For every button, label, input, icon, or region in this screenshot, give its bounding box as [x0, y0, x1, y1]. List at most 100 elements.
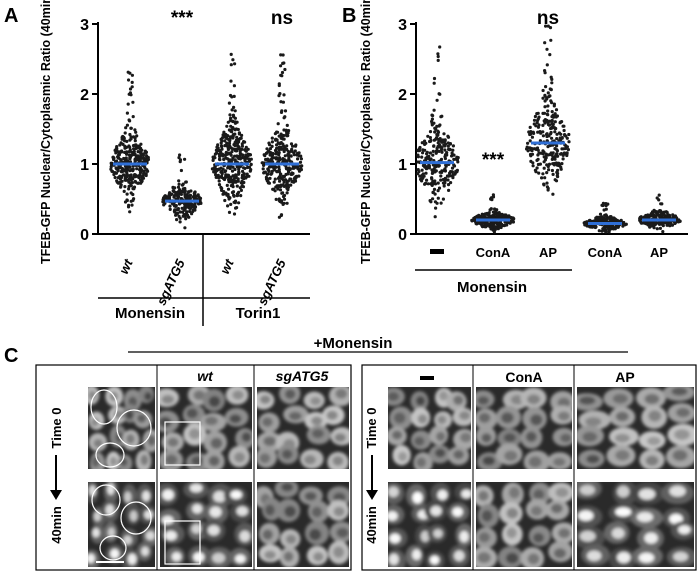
data-point [232, 84, 236, 88]
data-point [263, 170, 267, 174]
data-point [545, 181, 549, 185]
nucleus [388, 486, 399, 498]
data-point [231, 58, 235, 62]
data-point [223, 144, 227, 148]
data-point [237, 190, 241, 194]
nucleus [191, 524, 202, 534]
data-point [225, 157, 230, 161]
data-point [228, 196, 232, 200]
data-point [666, 215, 671, 219]
data-point [488, 208, 492, 212]
data-point [143, 166, 147, 170]
data-point [536, 130, 540, 134]
data-point [231, 114, 236, 118]
data-point [655, 227, 659, 231]
data-point [553, 147, 557, 151]
data-point [281, 61, 285, 65]
data-point [529, 130, 533, 134]
data-point [128, 132, 132, 137]
data-point [442, 143, 446, 147]
data-point [113, 175, 117, 180]
data-point [191, 195, 195, 199]
y-tick-label: 1 [398, 157, 407, 174]
data-point [296, 151, 300, 155]
nucleus [92, 528, 100, 538]
data-point [609, 215, 613, 219]
data-point [289, 154, 293, 158]
nucleus [309, 528, 322, 541]
data-point [242, 156, 246, 160]
data-point [426, 182, 430, 186]
data-point [481, 214, 485, 218]
data-point [261, 161, 265, 165]
nucleus [460, 432, 471, 443]
data-point [543, 41, 547, 45]
data-point [130, 150, 134, 154]
data-point [436, 58, 440, 63]
data-point [671, 213, 675, 217]
data-point [273, 177, 277, 181]
data-point [128, 71, 132, 75]
data-point [225, 141, 229, 145]
cell-outline [91, 484, 121, 516]
data-point [477, 213, 481, 217]
data-point [232, 94, 236, 98]
data-point [644, 213, 648, 218]
data-point [673, 216, 678, 220]
nucleus [262, 529, 273, 540]
data-point [229, 124, 233, 128]
data-point [235, 184, 239, 188]
data-point [219, 170, 223, 174]
data-point [437, 124, 441, 128]
data-point [226, 204, 230, 208]
data-point [276, 157, 280, 161]
data-point [211, 158, 215, 162]
data-point [231, 134, 235, 138]
data-point [542, 182, 546, 186]
data-point [555, 149, 560, 153]
data-point [264, 151, 268, 155]
data-point [285, 123, 289, 127]
data-point [533, 114, 538, 119]
nucleus [478, 490, 489, 502]
nucleus [207, 525, 220, 536]
nucleus [638, 488, 656, 500]
data-point [455, 158, 459, 162]
nucleus [676, 407, 691, 418]
data-point [483, 212, 487, 216]
data-point [436, 181, 440, 185]
data-point [238, 147, 242, 151]
nucleus [241, 432, 252, 442]
nucleus [161, 394, 175, 404]
nucleus [504, 450, 518, 462]
nucleus [482, 456, 495, 466]
data-point [177, 202, 182, 206]
data-point [600, 216, 604, 220]
data-point [432, 144, 436, 148]
data-point [122, 189, 126, 193]
chart-a-group-torin: Torin1 [236, 305, 281, 322]
nucleus [144, 510, 153, 520]
chart-b-medians [420, 141, 676, 225]
data-point [541, 111, 545, 115]
data-point [542, 166, 546, 170]
data-point [125, 192, 129, 196]
data-point [446, 141, 450, 145]
data-point [535, 166, 539, 170]
data-point [433, 179, 437, 183]
nucleus [557, 397, 571, 409]
data-point [551, 192, 555, 196]
data-point [130, 85, 134, 89]
data-point [607, 228, 611, 232]
data-point [178, 153, 182, 157]
nucleus [533, 489, 545, 500]
data-point [240, 179, 244, 183]
data-point [553, 112, 557, 116]
nucleus [414, 436, 425, 446]
nucleus [259, 453, 271, 464]
data-point [281, 157, 285, 161]
ap-time40-image [577, 482, 694, 567]
nucleus [437, 489, 448, 501]
data-point [550, 136, 554, 140]
data-point [278, 146, 282, 150]
